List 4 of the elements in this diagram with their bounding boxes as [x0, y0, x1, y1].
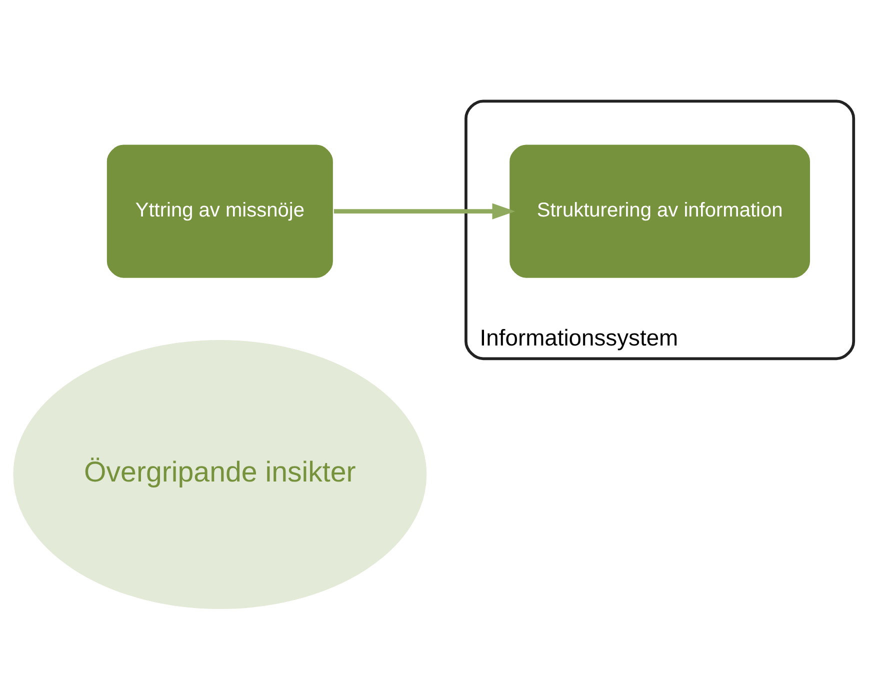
node-ellipse: Övergripande insikter [13, 340, 427, 608]
node-box: Yttring av missnöje [105, 142, 334, 279]
arrow [334, 202, 516, 219]
node-box: Strukturering av information [508, 142, 812, 279]
